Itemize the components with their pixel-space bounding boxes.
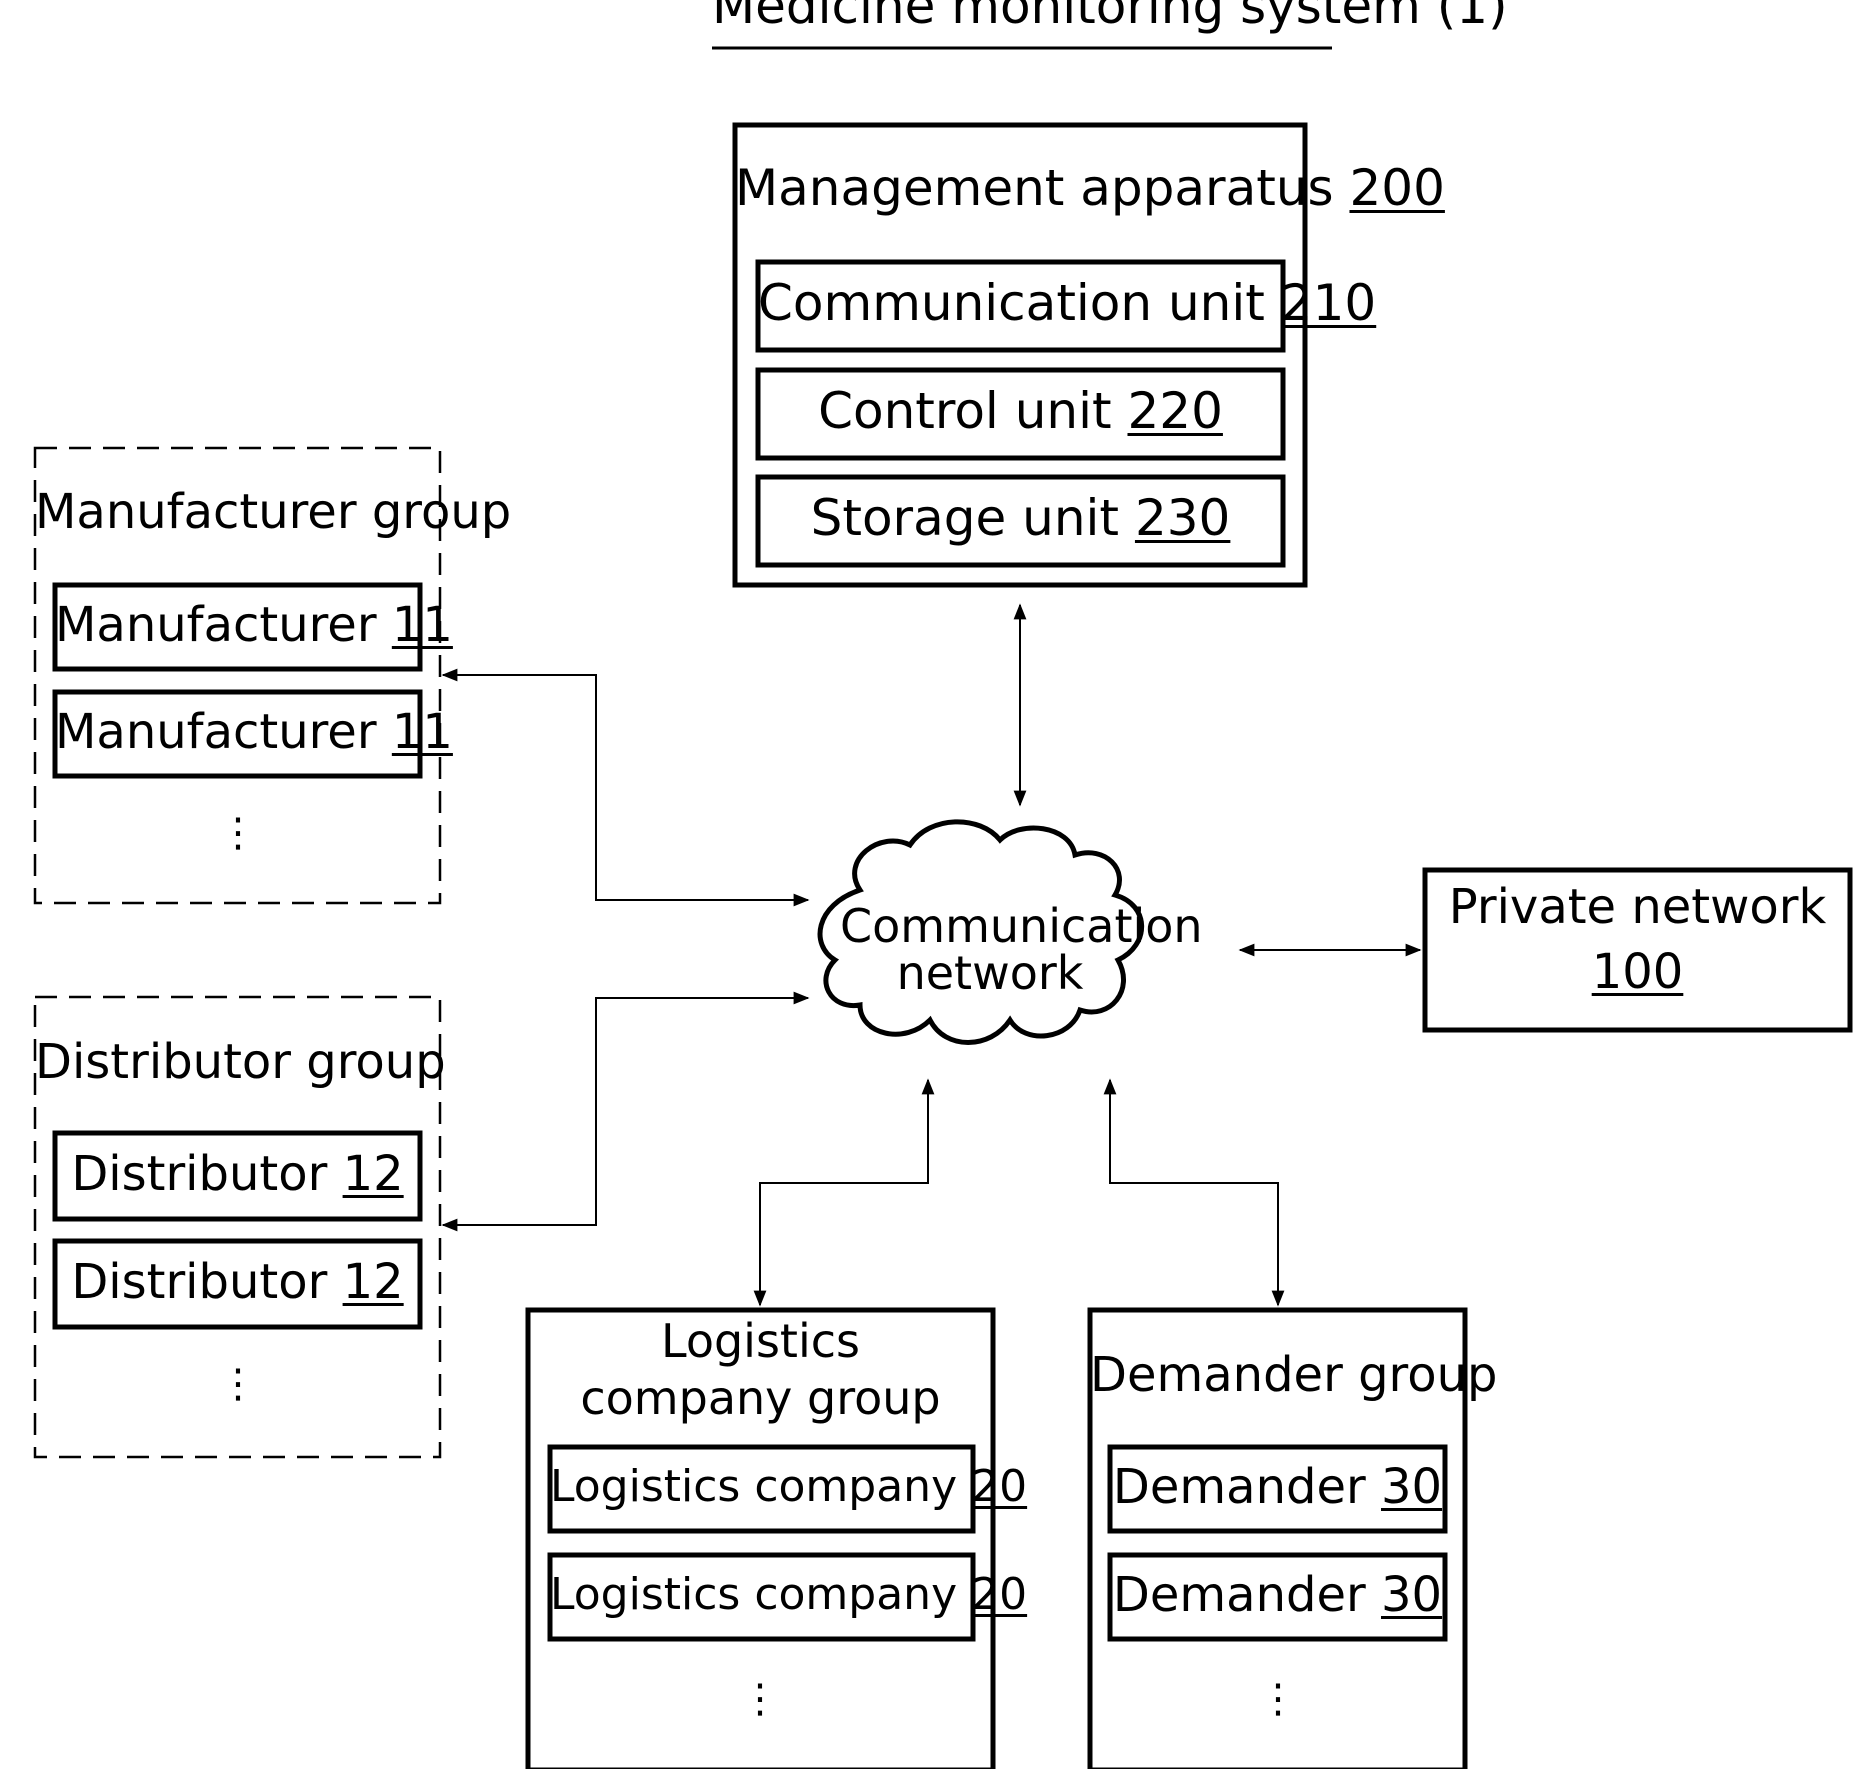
logistics-group-label: Logistics company group bbox=[528, 1315, 993, 1425]
demander-name-1: Demander bbox=[1113, 1459, 1366, 1515]
logistics-company-ref-2: 20 bbox=[971, 1569, 1027, 1620]
manufacturer-ellipsis: ⋮ bbox=[218, 822, 258, 844]
logistics-company-name-2: Logistics company bbox=[550, 1569, 957, 1620]
management-apparatus-label: Management apparatus 200 bbox=[735, 160, 1305, 218]
manufacturer-name-1: Manufacturer bbox=[55, 597, 377, 653]
logistics-ellipsis: ⋮ bbox=[740, 1688, 780, 1710]
distributor-name-1: Distributor bbox=[71, 1146, 327, 1202]
management-apparatus-ref: 200 bbox=[1349, 159, 1444, 217]
communication-network-line2: network bbox=[840, 947, 1140, 1000]
distributor-label-2: Distributor 12 bbox=[55, 1255, 420, 1310]
logistics-company-name-1: Logistics company bbox=[550, 1461, 957, 1512]
logistics-company-label-1: Logistics company 20 bbox=[550, 1462, 973, 1513]
communication-network-line1: Communication bbox=[840, 900, 1140, 953]
manufacturer-label-2: Manufacturer 11 bbox=[55, 705, 420, 760]
distributor-network-arrow bbox=[443, 998, 808, 1225]
communication-network-label: Communication network bbox=[840, 900, 1140, 1000]
logistics-group-line2: company group bbox=[528, 1372, 993, 1425]
private-network-name: Private network bbox=[1425, 880, 1850, 935]
control-unit-label: Control unit 220 bbox=[758, 383, 1283, 441]
storage-unit-ref: 230 bbox=[1135, 489, 1230, 547]
diagram-title: Medicine monitoring system (1) bbox=[712, 0, 1332, 36]
communication-unit-label: Communication unit 210 bbox=[758, 275, 1283, 333]
manufacturer-name-2: Manufacturer bbox=[55, 704, 377, 760]
manufacturer-ref-2: 11 bbox=[392, 704, 453, 760]
logistics-company-ref-1: 20 bbox=[971, 1461, 1027, 1512]
distributor-ref-1: 12 bbox=[343, 1146, 404, 1202]
private-network-ref-line: 100 bbox=[1425, 945, 1850, 1000]
logistics-group-line1: Logistics bbox=[528, 1315, 993, 1368]
private-network-ref: 100 bbox=[1592, 944, 1684, 1000]
distributor-group-label: Distributor group bbox=[35, 1035, 440, 1090]
communication-unit-name: Communication unit bbox=[758, 274, 1265, 332]
storage-unit-label: Storage unit 230 bbox=[758, 490, 1283, 548]
demander-label-1: Demander 30 bbox=[1110, 1460, 1445, 1515]
demander-ref-2: 30 bbox=[1381, 1567, 1442, 1623]
control-unit-ref: 220 bbox=[1127, 382, 1222, 440]
distributor-name-2: Distributor bbox=[71, 1254, 327, 1310]
control-unit-name: Control unit bbox=[818, 382, 1112, 440]
demander-network-arrow bbox=[1110, 1080, 1278, 1305]
demander-ref-1: 30 bbox=[1381, 1459, 1442, 1515]
manufacturer-network-arrow bbox=[443, 675, 808, 900]
logistics-network-arrow bbox=[760, 1080, 928, 1305]
demander-name-2: Demander bbox=[1113, 1567, 1366, 1623]
demander-ellipsis: ⋮ bbox=[1258, 1688, 1298, 1710]
storage-unit-name: Storage unit bbox=[811, 489, 1119, 547]
distributor-label-1: Distributor 12 bbox=[55, 1147, 420, 1202]
distributor-ref-2: 12 bbox=[343, 1254, 404, 1310]
distributor-ellipsis: ⋮ bbox=[218, 1373, 258, 1395]
demander-group-label: Demander group bbox=[1090, 1348, 1465, 1403]
communication-unit-ref: 210 bbox=[1281, 274, 1376, 332]
manufacturer-ref-1: 11 bbox=[392, 597, 453, 653]
demander-label-2: Demander 30 bbox=[1110, 1568, 1445, 1623]
manufacturer-group-label: Manufacturer group bbox=[35, 485, 440, 540]
manufacturer-label-1: Manufacturer 11 bbox=[55, 598, 420, 653]
management-apparatus-name: Management apparatus bbox=[735, 159, 1334, 217]
logistics-company-label-2: Logistics company 20 bbox=[550, 1570, 973, 1621]
private-network-label: Private network 100 bbox=[1425, 880, 1850, 1000]
